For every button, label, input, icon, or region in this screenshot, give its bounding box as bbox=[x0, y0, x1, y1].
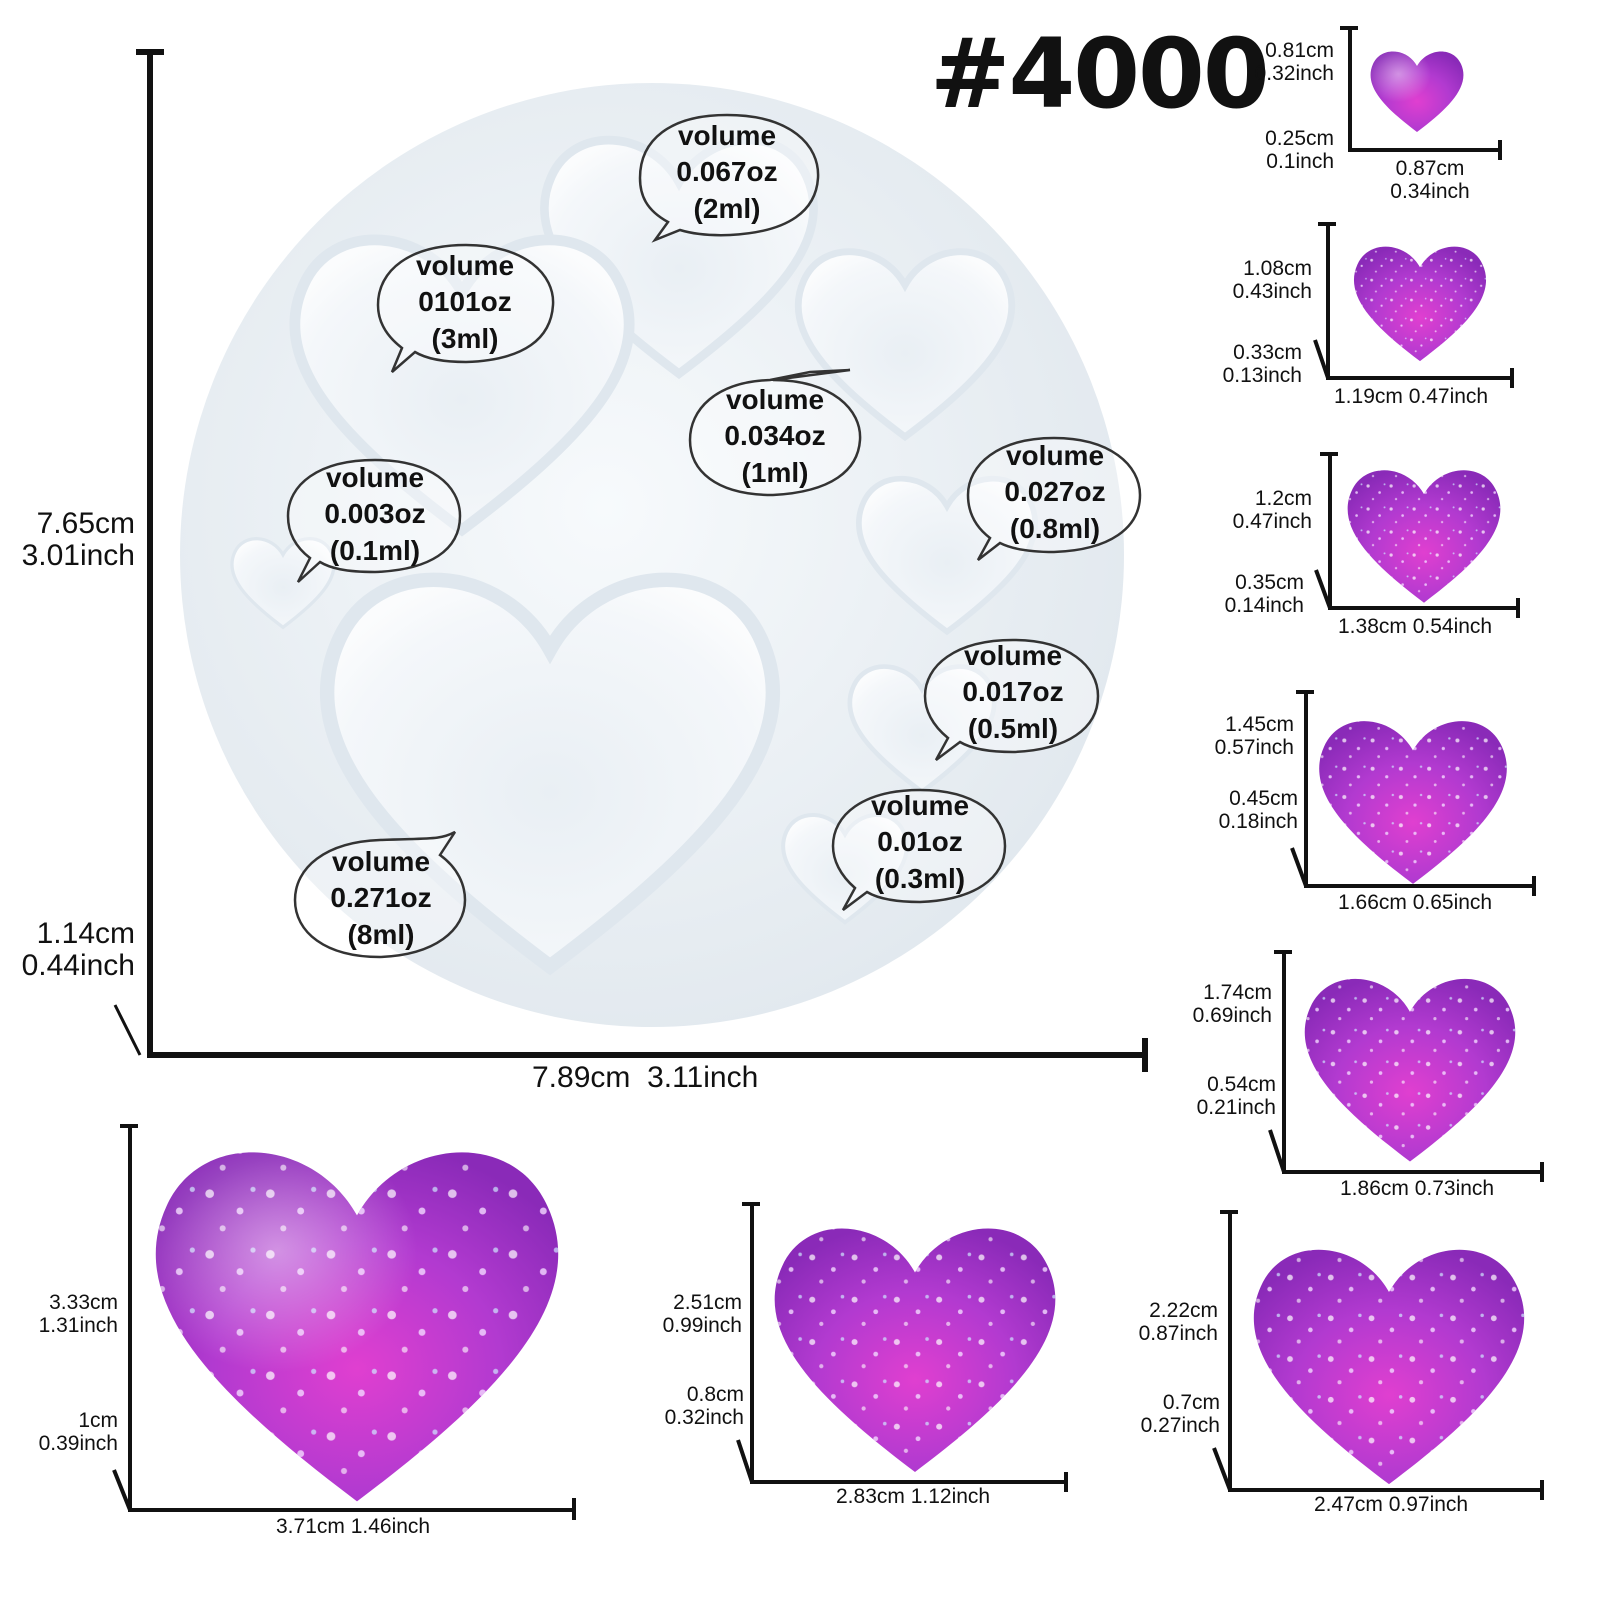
mold-height-in: 3.01inch bbox=[21, 539, 135, 573]
heart-4 bbox=[1319, 721, 1507, 884]
mold-depth-in: 0.44inch bbox=[21, 949, 135, 983]
heart-2-width: 1.19cm 0.47inch bbox=[1334, 385, 1489, 408]
heart-3-width: 1.38cm 0.54inch bbox=[1338, 615, 1493, 638]
heart-8 bbox=[155, 1152, 559, 1502]
heart-6 bbox=[1253, 1249, 1525, 1485]
volume-bubbles bbox=[286, 113, 1142, 959]
heart-6-width: 2.47cm 0.97inch bbox=[1314, 1493, 1469, 1516]
heart-1 bbox=[1370, 51, 1464, 132]
heart-4-width: 1.66cm 0.65inch bbox=[1338, 891, 1493, 914]
heart-7 bbox=[774, 1228, 1056, 1472]
mold-dimension-lines bbox=[113, 49, 1148, 1072]
heart-5-width: 1.86cm 0.73inch bbox=[1340, 1177, 1495, 1200]
mold-width-cm: 7.89cm bbox=[532, 1061, 631, 1094]
mold-depth-cm: 1.14cm bbox=[36, 917, 135, 950]
heart-5 bbox=[1304, 978, 1516, 1162]
mold-disc bbox=[180, 83, 1124, 1027]
mold-height-label: 7.65cm 3.01inch bbox=[0, 507, 135, 573]
mold-width-label: 7.89cm 3.11inch bbox=[532, 1061, 759, 1094]
mold-depth-label: 1.14cm 0.44inch bbox=[0, 917, 135, 983]
heart-dimension-lines bbox=[112, 26, 1544, 1520]
mold-width-in: 3.11inch bbox=[647, 1061, 759, 1094]
heart-3 bbox=[1347, 470, 1501, 603]
product-code: #4000 bbox=[930, 18, 1270, 130]
mold-height-cm: 7.65cm bbox=[36, 507, 135, 540]
heart-2 bbox=[1353, 246, 1487, 362]
heart-8-width: 3.71cm 1.46inch bbox=[276, 1515, 431, 1538]
heart-7-width: 2.83cm 1.12inch bbox=[836, 1485, 991, 1508]
